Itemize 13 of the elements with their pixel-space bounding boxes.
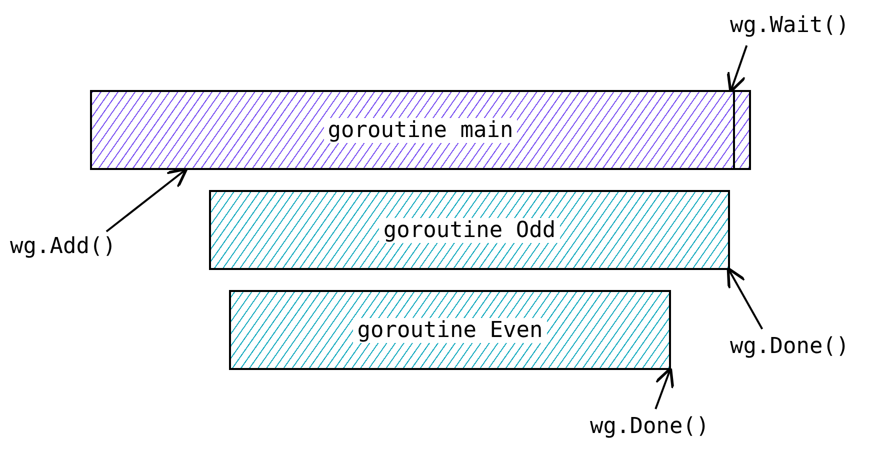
annotation-text: wg.Done() [730, 334, 850, 359]
process-bar [90, 90, 751, 170]
leader-arrow [726, 267, 764, 330]
annotation-text: wg.Done() [590, 414, 710, 439]
process-bar [229, 290, 671, 370]
leader-arrow [654, 366, 674, 410]
leader-arrow [106, 168, 188, 232]
bar-label: goroutine Even [353, 318, 547, 342]
process-bar [209, 190, 730, 270]
bar-label: goroutine Odd [379, 218, 560, 242]
annotation-text: wg.Add() [10, 234, 116, 259]
annotation-text: wg.Wait() [730, 13, 850, 38]
bar-label: goroutine main [324, 118, 518, 142]
